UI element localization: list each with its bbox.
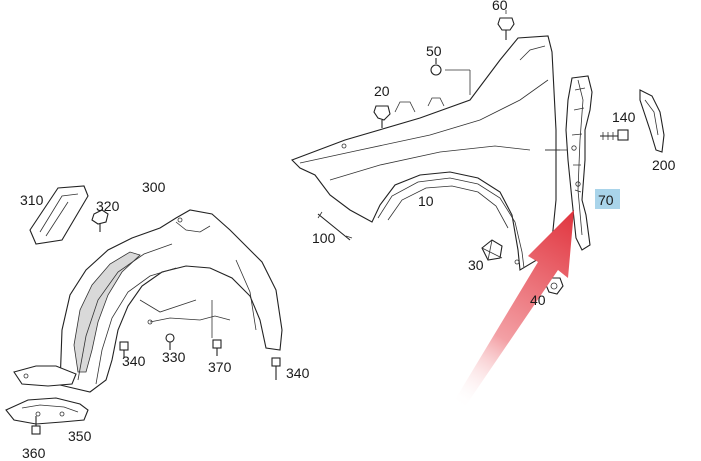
callout-50: 50 xyxy=(426,43,442,59)
cover-part-200 xyxy=(639,89,665,153)
screw-part-370 xyxy=(212,339,222,356)
clip-part-60 xyxy=(497,10,515,40)
callout-300: 300 xyxy=(142,179,166,195)
screw-part-100 xyxy=(317,211,353,241)
wheel-arch-liner-part-300 xyxy=(59,209,283,393)
callout-30: 30 xyxy=(468,257,484,273)
red-pointer-arrow xyxy=(450,210,574,414)
callout-340-left: 340 xyxy=(122,353,146,369)
panel-part-310 xyxy=(29,185,89,245)
callout-100: 100 xyxy=(312,230,336,246)
callout-350: 350 xyxy=(68,428,92,444)
callout-310: 310 xyxy=(20,192,44,208)
bolt-part-50 xyxy=(430,58,471,95)
callout-320: 320 xyxy=(96,198,120,214)
callout-370: 370 xyxy=(208,359,232,375)
screw-part-340a xyxy=(119,341,129,358)
screw-part-140 xyxy=(600,129,629,141)
screw-part-340b xyxy=(271,357,281,380)
clip-part-30 xyxy=(481,239,503,261)
callout-20: 20 xyxy=(374,83,390,99)
panel-part-350 xyxy=(5,365,89,425)
highlight-box-70 xyxy=(595,189,620,209)
callout-70: 70 xyxy=(598,192,614,208)
callout-200: 200 xyxy=(652,157,676,173)
callout-340-right: 340 xyxy=(286,365,310,381)
clip-part-320 xyxy=(91,209,109,232)
clip-part-330 xyxy=(165,333,175,350)
callout-360: 360 xyxy=(22,445,46,461)
callout-40: 40 xyxy=(530,292,546,308)
bracket-part-70 xyxy=(565,75,593,251)
callout-330: 330 xyxy=(162,349,186,365)
clip-part-20 xyxy=(373,105,391,128)
callout-60: 60 xyxy=(492,0,508,13)
callout-10: 10 xyxy=(418,193,434,209)
callout-140: 140 xyxy=(612,109,636,125)
bolt-part-360 xyxy=(31,416,41,435)
